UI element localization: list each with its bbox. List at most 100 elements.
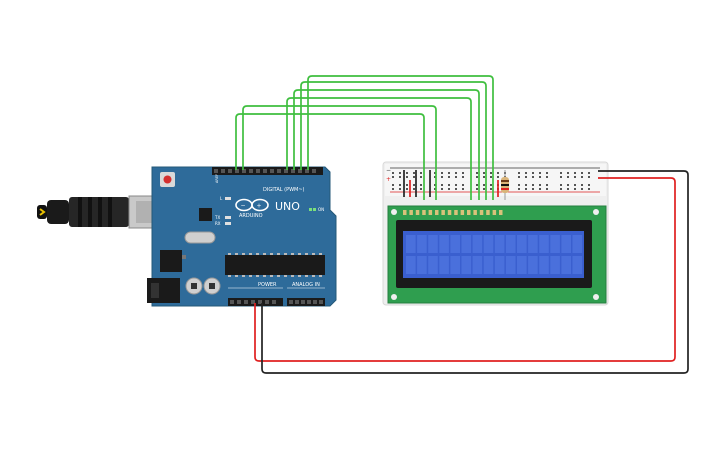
breadboard-hole bbox=[560, 176, 562, 178]
breadboard-hole bbox=[490, 176, 492, 178]
breadboard-hole bbox=[413, 176, 415, 178]
wire-gnd[interactable] bbox=[261, 170, 689, 374]
breadboard-hole bbox=[581, 176, 583, 178]
breadboard-hole bbox=[441, 176, 443, 178]
breadboard-hole bbox=[483, 188, 485, 190]
breadboard-hole bbox=[497, 176, 499, 178]
wires bbox=[235, 75, 689, 374]
breadboard-hole bbox=[497, 172, 499, 174]
arduino-uno-board[interactable]: AREF DIGITAL (PWM~) − + ARDUINO UNO L TX… bbox=[147, 166, 337, 307]
breadboard-hole bbox=[518, 172, 520, 174]
breadboard-hole bbox=[546, 184, 548, 186]
breadboard-hole bbox=[413, 184, 415, 186]
breadboard-hole bbox=[546, 172, 548, 174]
breadboard-hole bbox=[434, 188, 436, 190]
pin-label-aref: AREF bbox=[215, 174, 219, 183]
breadboard-hole bbox=[406, 184, 408, 186]
breadboard-hole bbox=[525, 184, 527, 186]
lcd-cell bbox=[461, 235, 472, 253]
breadboard-hole bbox=[448, 188, 450, 190]
breadboard-hole bbox=[567, 188, 569, 190]
lcd-pin bbox=[486, 210, 490, 215]
breadboard-hole bbox=[448, 172, 450, 174]
breadboard-hole bbox=[406, 176, 408, 178]
lcd-pin bbox=[403, 210, 407, 215]
wire-d3[interactable] bbox=[300, 81, 487, 200]
lcd-cell bbox=[472, 256, 483, 274]
svg-text:−: − bbox=[241, 203, 246, 210]
breadboard-hole bbox=[490, 172, 492, 174]
lcd-pin-header bbox=[403, 210, 503, 215]
breadboard-hole bbox=[420, 172, 422, 174]
rail-plus-label: + bbox=[386, 176, 391, 183]
lcd-cell bbox=[572, 235, 583, 253]
breadboard-hole bbox=[546, 188, 548, 190]
lcd-cell bbox=[439, 256, 449, 274]
breadboard-hole bbox=[462, 188, 464, 190]
breadboard-hole bbox=[455, 176, 457, 178]
wire-d12[interactable] bbox=[235, 113, 425, 200]
wire-d5[interactable] bbox=[286, 97, 472, 200]
wire-5v[interactable] bbox=[254, 177, 676, 362]
wire-d11[interactable] bbox=[242, 105, 437, 200]
lcd-character-cells bbox=[406, 235, 583, 274]
breadboard-hole bbox=[399, 172, 401, 174]
lcd-cell bbox=[417, 256, 427, 274]
breadboard-hole bbox=[532, 184, 534, 186]
wire-d4[interactable] bbox=[293, 89, 480, 200]
lcd-cell bbox=[505, 235, 516, 253]
breadboard-hole bbox=[441, 172, 443, 174]
breadboard-hole bbox=[476, 176, 478, 178]
breadboard-hole bbox=[420, 184, 422, 186]
breadboard-hole bbox=[434, 172, 436, 174]
breadboard-hole bbox=[532, 188, 534, 190]
breadboard-hole bbox=[588, 172, 590, 174]
lcd-cell bbox=[428, 235, 438, 253]
lcd-cell bbox=[428, 256, 438, 274]
breadboard-hole bbox=[462, 172, 464, 174]
breadboard-hole bbox=[448, 184, 450, 186]
breadboard-hole bbox=[581, 172, 583, 174]
analog-header bbox=[287, 298, 325, 306]
resistor[interactable] bbox=[501, 170, 509, 200]
breadboard-hole bbox=[525, 176, 527, 178]
breadboard-hole bbox=[588, 176, 590, 178]
breadboard-hole bbox=[462, 176, 464, 178]
breadboard-hole bbox=[455, 184, 457, 186]
breadboard-hole bbox=[413, 188, 415, 190]
breadboard-hole bbox=[574, 176, 576, 178]
breadboard-hole bbox=[539, 172, 541, 174]
lcd-pin bbox=[499, 210, 503, 215]
lcd-cell bbox=[550, 256, 560, 274]
breadboard-hole bbox=[399, 188, 401, 190]
lcd-cell bbox=[450, 256, 460, 274]
lcd-pin bbox=[479, 210, 484, 215]
breadboard-hole bbox=[434, 176, 436, 178]
breadboard-hole bbox=[518, 184, 520, 186]
lcd-cell bbox=[406, 235, 416, 253]
lcd-cell bbox=[539, 235, 549, 253]
breadboard-hole bbox=[532, 176, 534, 178]
breadboard-hole bbox=[476, 188, 478, 190]
model-text: UNO bbox=[275, 200, 300, 213]
wire-d2[interactable] bbox=[307, 75, 494, 200]
breadboard-hole bbox=[490, 184, 492, 186]
lcd-cell bbox=[417, 235, 427, 253]
lcd-cell bbox=[539, 256, 549, 274]
breadboard-hole bbox=[434, 184, 436, 186]
power-header bbox=[228, 298, 283, 306]
breadboard-hole bbox=[392, 188, 394, 190]
lcd-pin bbox=[467, 210, 471, 215]
breadboard-hole bbox=[455, 188, 457, 190]
lcd-pin bbox=[447, 210, 452, 215]
breadboard-hole bbox=[441, 184, 443, 186]
lcd-16x2-module[interactable] bbox=[387, 205, 607, 304]
lcd-cell bbox=[561, 235, 571, 253]
lcd-cell bbox=[483, 256, 494, 274]
lcd-pin bbox=[409, 210, 413, 215]
breadboard-hole bbox=[455, 172, 457, 174]
lcd-cell bbox=[561, 256, 571, 274]
breadboard-hole bbox=[399, 184, 401, 186]
lcd-cell bbox=[517, 256, 527, 274]
breadboard-hole bbox=[525, 172, 527, 174]
